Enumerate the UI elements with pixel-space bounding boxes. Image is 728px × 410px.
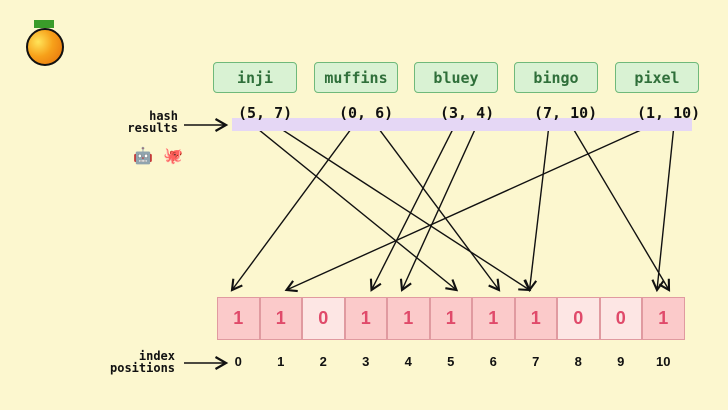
- item-bingo: bingo: [514, 62, 598, 93]
- hash-results-band: [232, 118, 692, 131]
- item-muffins: muffins: [314, 62, 398, 93]
- bit-cell: 0: [302, 297, 345, 340]
- bit-cell: 1: [429, 297, 472, 340]
- octopus-icon: 🐙: [163, 146, 183, 165]
- mapping-arrow: [252, 124, 459, 292]
- hash-label-line2: results: [127, 121, 178, 135]
- hash-label-line1: hash: [149, 109, 178, 123]
- mapping-arrow: [369, 124, 456, 292]
- bit-cell: 1: [514, 297, 557, 340]
- hash-results-label: hash results: [120, 110, 178, 134]
- index-label: 10: [656, 354, 671, 369]
- bit-cell: 1: [642, 297, 685, 340]
- mapping-arrow: [651, 124, 675, 293]
- mapping-arrow: [524, 124, 550, 293]
- index-label: 6: [489, 354, 497, 369]
- item-inji: inji: [213, 62, 297, 93]
- index-label: 2: [319, 354, 327, 369]
- index-label: 4: [404, 354, 412, 369]
- index-positions-label: index positions: [110, 350, 175, 374]
- mapping-arrow: [274, 124, 532, 292]
- orange-pixel-icon: [26, 20, 66, 70]
- bit-cell: 1: [259, 297, 302, 340]
- hash-result: (3, 4): [440, 104, 495, 122]
- bit-cell: 1: [472, 297, 515, 340]
- robot-icon: 🤖: [133, 146, 153, 165]
- item-pixel: pixel: [615, 62, 699, 93]
- hash-result: (0, 6): [339, 104, 394, 122]
- index-label-line2: positions: [110, 361, 176, 375]
- bit-cell: 1: [387, 297, 430, 340]
- index-label: 8: [574, 354, 582, 369]
- index-label: 9: [617, 354, 625, 369]
- mapping-arrow: [375, 124, 501, 292]
- index-label: 1: [277, 354, 285, 369]
- index-label: 7: [532, 354, 540, 369]
- mapping-arrow: [284, 124, 653, 293]
- index-label: 0: [234, 354, 242, 369]
- index-label: 3: [362, 354, 370, 369]
- mapping-arrow: [399, 124, 478, 292]
- mapping-arrow: [570, 124, 671, 292]
- hash-result: (7, 10): [534, 104, 598, 122]
- bit-cell: 1: [344, 297, 387, 340]
- hash-result: (5, 7): [238, 104, 293, 122]
- bit-cell: 0: [557, 297, 600, 340]
- bit-cell: 0: [599, 297, 642, 340]
- item-bluey: bluey: [414, 62, 498, 93]
- hash-result: (1, 10): [637, 104, 701, 122]
- index-label: 5: [447, 354, 455, 369]
- bit-cell: 1: [217, 297, 260, 340]
- mapping-arrow: [230, 124, 355, 292]
- index-label-line1: index: [138, 349, 175, 363]
